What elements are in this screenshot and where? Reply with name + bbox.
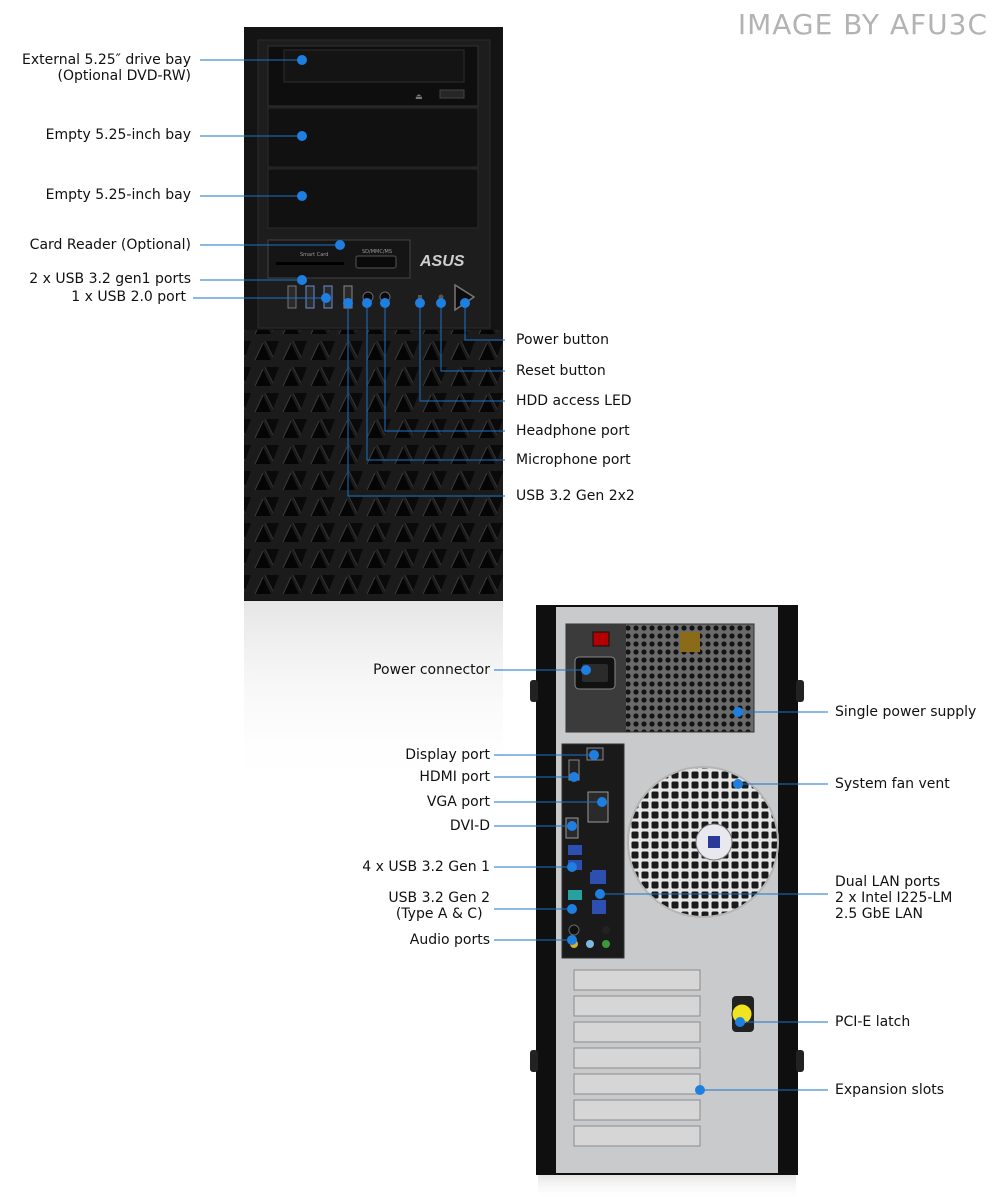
callout-dot	[436, 298, 446, 308]
label-usb-gen1-front: 2 x USB 3.2 gen1 ports	[29, 271, 191, 287]
callout-dot	[297, 131, 307, 141]
callout-dot	[569, 772, 579, 782]
callout-dot	[362, 298, 372, 308]
callout-dot	[567, 935, 577, 945]
label-usb20: 1 x USB 2.0 port	[71, 289, 186, 305]
label-dvd-drive-bay: External 5.25″ drive bay (Optional DVD-R…	[21, 52, 191, 84]
watermark: IMAGE BY AFU3C	[737, 8, 988, 41]
callout-lines	[193, 59, 828, 1091]
callout-dot	[297, 191, 307, 201]
label-display-port: Display port	[405, 747, 490, 763]
callout-dot	[567, 904, 577, 914]
svg-text:⏏: ⏏	[415, 92, 423, 101]
label-pcie-latch: PCI-E latch	[835, 1014, 911, 1030]
label-headphone-port: Headphone port	[516, 423, 630, 439]
label-hdmi-port: HDMI port	[419, 769, 490, 785]
callout-dot	[335, 240, 345, 250]
label-usb-gen1-rear: 4 x USB 3.2 Gen 1	[362, 859, 490, 875]
callout-dot	[321, 293, 331, 303]
label-reset-button: Reset button	[516, 363, 606, 379]
label-card-reader: Card Reader (Optional)	[29, 237, 191, 253]
callout-dot	[733, 779, 743, 789]
callout-dot	[297, 275, 307, 285]
callout-dot	[567, 821, 577, 831]
label-power-button: Power button	[516, 332, 609, 348]
callout-dots	[297, 55, 745, 1095]
label-audio-ports: Audio ports	[409, 932, 490, 948]
label-vga-port: VGA port	[426, 794, 490, 810]
callout-dot	[581, 665, 591, 675]
callout-dot	[380, 298, 390, 308]
label-usb-2x2: USB 3.2 Gen 2x2	[516, 488, 635, 504]
callout-dot	[343, 298, 353, 308]
label-power-supply: Single power supply	[835, 704, 977, 720]
label-power-connector: Power connector	[373, 662, 490, 678]
callout-dot	[733, 707, 743, 717]
callout-dot	[460, 298, 470, 308]
callout-dot	[415, 298, 425, 308]
label-microphone-port: Microphone port	[516, 452, 631, 468]
label-empty-bay-1: Empty 5.25-inch bay	[45, 127, 191, 143]
label-dvi-d: DVI-D	[449, 818, 490, 834]
sd-text: SD/MMC/MS	[362, 249, 392, 255]
callout-dot	[567, 862, 577, 872]
callout-dot	[735, 1017, 745, 1027]
asus-logo: ASUS	[419, 253, 465, 270]
callout-dot	[589, 750, 599, 760]
callout-dot	[695, 1085, 705, 1095]
label-expansion-slots: Expansion slots	[835, 1082, 945, 1098]
smart-card-text: Smart Card	[300, 252, 328, 258]
label-usb-gen2-rear: USB 3.2 Gen 2 (Type A & C)	[388, 890, 490, 922]
label-hdd-led: HDD access LED	[516, 393, 632, 409]
callout-dot	[595, 889, 605, 899]
label-empty-bay-2: Empty 5.25-inch bay	[45, 187, 191, 203]
callout-dot	[597, 797, 607, 807]
label-system-fan-vent: System fan vent	[835, 776, 950, 792]
label-dual-lan: Dual LAN ports 2 x Intel I225-LM 2.5 GbE…	[835, 874, 953, 922]
rear-tower	[530, 605, 804, 1200]
callout-dot	[297, 55, 307, 65]
